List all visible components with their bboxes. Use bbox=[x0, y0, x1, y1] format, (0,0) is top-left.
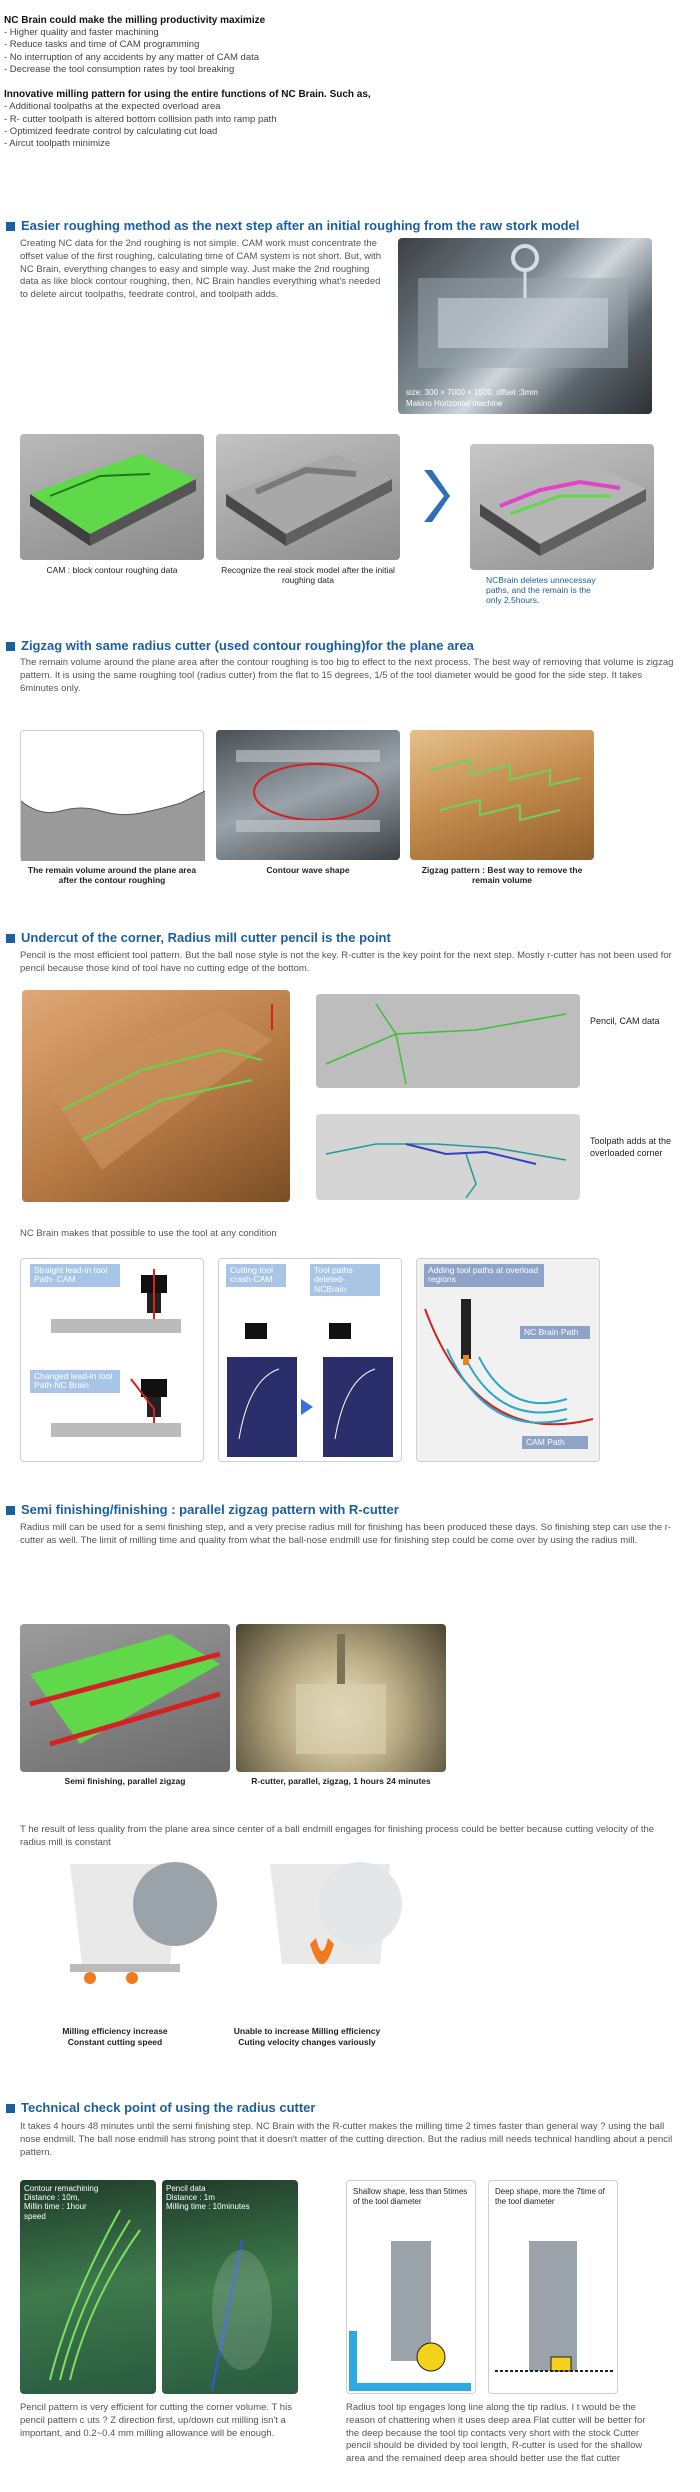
radius-tool-note: Radius tool tip engages long line along … bbox=[346, 2402, 646, 2465]
remain-volume-image bbox=[20, 730, 206, 861]
contour-wave-graphic bbox=[236, 750, 380, 832]
cam-block-contour-image bbox=[20, 434, 204, 560]
straight-lead-in-tag: Straight lead-in tool Path- CAM bbox=[30, 1264, 120, 1287]
tool-crash-graphic bbox=[227, 1323, 393, 1457]
tool-crash-tag: Cutting tool crash-CAM bbox=[226, 1264, 286, 1287]
velocity-diagram-graphic bbox=[70, 1862, 402, 1984]
semi-finishing-graphic bbox=[29, 1634, 221, 1747]
intro-list-item: - Decrease the tool consumption rates by… bbox=[4, 64, 235, 76]
section-bullet-icon bbox=[6, 2103, 15, 2113]
remain-volume-graphic bbox=[20, 790, 206, 861]
arrow-right-icon bbox=[420, 468, 450, 524]
section-bullet-icon bbox=[6, 933, 15, 943]
cam-block-caption: CAM : block contour roughing data bbox=[46, 565, 178, 575]
intro-list-item: - R- cutter toolpath is altered bottom c… bbox=[4, 113, 277, 125]
intro-list-item: - Additional toolpaths at the expected o… bbox=[4, 101, 221, 113]
overload-paths-graphic bbox=[424, 1299, 594, 1426]
pencil-part-graphic bbox=[42, 1004, 273, 1170]
contour-remachining-image: Contour remachining Distance : 10m, Mill… bbox=[20, 2180, 156, 2394]
shallow-shape-diagram: Shallow shape, less than 5times of the t… bbox=[346, 2180, 476, 2394]
shallow-shape-text: Shallow shape, less than 5times of the t… bbox=[353, 2187, 468, 2206]
section-title-zigzag: Zigzag with same radius cutter (used con… bbox=[6, 638, 474, 655]
section-bullet-icon bbox=[6, 1505, 15, 1515]
pencil-data-image: Pencil data Distance : 1m Milling time :… bbox=[162, 2180, 298, 2394]
machine-photo-graphic bbox=[418, 244, 628, 368]
pencil-data-graphic bbox=[211, 2239, 272, 2391]
ncbrain-result-graphic bbox=[480, 464, 646, 556]
toolpath-adds-image bbox=[316, 1114, 580, 1200]
intro-list-item: - Higher quality and faster machining bbox=[4, 27, 159, 38]
ncbrain-result-caption: NCBrain deletes unnecessay paths, and th… bbox=[486, 575, 596, 606]
lead-in-diagram bbox=[20, 1258, 204, 1462]
pencil-data-text: Pencil data Distance : 1m Milling time :… bbox=[166, 2184, 250, 2212]
velocity-changes-caption: Cuting velocity changes variously bbox=[238, 2037, 376, 2047]
contour-wave-caption: Contour wave shape bbox=[266, 865, 350, 875]
cam-block-contour-graphic bbox=[30, 454, 196, 546]
stock-model-image bbox=[216, 434, 400, 560]
zigzag-description: The remain volume around the plane area … bbox=[20, 657, 674, 694]
stock-model-graphic bbox=[226, 454, 392, 546]
roughing-description: Creating NC data for the 2nd roughing is… bbox=[20, 238, 381, 301]
rcutter-photo-graphic bbox=[296, 1634, 386, 1754]
toolpath-adds-label: Toolpath adds at the overloaded corner bbox=[590, 1136, 672, 1158]
section-bullet-icon bbox=[6, 221, 15, 231]
pencil-part-image bbox=[22, 990, 290, 1202]
milling-increase-caption: Milling efficiency increase bbox=[62, 2026, 168, 2036]
machine-photo-size: size: 300 × 7000 × 1500, offset :3mm bbox=[406, 388, 538, 397]
undercut-description: Pencil is the most efficient tool patter… bbox=[20, 950, 672, 974]
intro-title-2: Innovative milling pattern for using the… bbox=[4, 89, 371, 101]
intro-list-item: - Optimized feedrate control by calculat… bbox=[4, 126, 218, 138]
section-title-roughing: Easier roughing method as the next step … bbox=[6, 218, 579, 235]
machine-photo-machine: Makino Horizontal machine bbox=[406, 399, 503, 408]
velocity-description: T he result of less quality from the pla… bbox=[20, 1824, 655, 1848]
contour-wave-image bbox=[216, 730, 400, 860]
rcutter-photo-caption: R-cutter, parallel, zigzag, 1 hours 24 m… bbox=[251, 1776, 431, 1786]
lead-in-graphic bbox=[51, 1269, 181, 1437]
zigzag-pattern-caption: Zigzag pattern : Best way to remove the … bbox=[421, 865, 583, 886]
overload-paths-tag: Adding tool paths at overload regions bbox=[424, 1264, 544, 1287]
zigzag-pattern-image bbox=[410, 730, 594, 860]
intro-block: NC Brain could make the milling producti… bbox=[4, 14, 684, 151]
constant-speed-caption: Constant cutting speed bbox=[67, 2037, 163, 2047]
section-title-technical: Technical check point of using the radiu… bbox=[6, 2100, 315, 2117]
semi-finishing-caption: Semi finishing, parallel zigzag bbox=[64, 1776, 186, 1786]
pencil-pattern-note: Pencil pattern is very efficient for cut… bbox=[20, 2402, 292, 2439]
intro-list-item: - Reduce tasks and time of CAM programmi… bbox=[4, 39, 200, 51]
velocity-diagram bbox=[60, 1854, 420, 2022]
pencil-cam-graphic bbox=[325, 1003, 567, 1085]
deep-shape-text: Deep shape, more the 7time of the tool d… bbox=[495, 2187, 605, 2206]
intro-title-1: NC Brain could make the milling producti… bbox=[4, 15, 266, 26]
pencil-cam-image bbox=[316, 994, 580, 1088]
ncbrain-path-tag: NC Brain Path bbox=[520, 1326, 590, 1340]
machine-photo: size: 300 × 7000 × 1500, offset :3mm Mak… bbox=[398, 238, 652, 414]
technical-description: It takes 4 hours 48 minutes until the se… bbox=[20, 2121, 673, 2158]
pencil-cam-label: Pencil, CAM data bbox=[590, 1016, 660, 1026]
ncbrain-result-image bbox=[470, 444, 654, 570]
unable-increase-caption: Unable to increase Milling efficiency bbox=[233, 2026, 381, 2036]
remain-volume-caption: The remain volume around the plane area … bbox=[27, 865, 197, 886]
contour-remachining-text: Contour remachining Distance : 10m, Mill… bbox=[24, 2184, 99, 2221]
section-title-finishing: Semi finishing/finishing : parallel zigz… bbox=[6, 1502, 399, 1519]
deep-shape-diagram: Deep shape, more the 7time of the tool d… bbox=[488, 2180, 618, 2394]
rcutter-photo bbox=[236, 1624, 446, 1772]
any-condition-text: NC Brain makes that possible to use the … bbox=[20, 1228, 277, 1239]
shallow-shape-graphic bbox=[349, 2241, 471, 2391]
paths-deleted-tag: Tool paths deleted-NCBrain bbox=[310, 1264, 380, 1297]
cam-path-tag: CAM Path bbox=[522, 1436, 588, 1450]
intro-list-item: - No interruption of any accidents by an… bbox=[4, 51, 260, 63]
section-title-undercut: Undercut of the corner, Radius mill cutt… bbox=[6, 930, 391, 947]
contour-remachining-graphic bbox=[49, 2209, 141, 2381]
section-bullet-icon bbox=[6, 641, 15, 651]
overload-paths-diagram bbox=[416, 1258, 600, 1462]
semi-finishing-image bbox=[20, 1624, 230, 1772]
zigzag-pattern-graphic bbox=[429, 758, 581, 822]
deep-shape-graphic bbox=[495, 2241, 613, 2372]
changed-lead-in-tag: Changed lead-in tool Path-NC Brain bbox=[30, 1370, 120, 1393]
intro-list-item: - Aircut toolpath minimize bbox=[4, 138, 111, 150]
finishing-description: Radius mill can be used for a semi finis… bbox=[20, 1522, 672, 1546]
toolpath-adds-graphic bbox=[325, 1143, 567, 1199]
stock-model-caption: Recognize the real stock model after the… bbox=[221, 565, 395, 586]
